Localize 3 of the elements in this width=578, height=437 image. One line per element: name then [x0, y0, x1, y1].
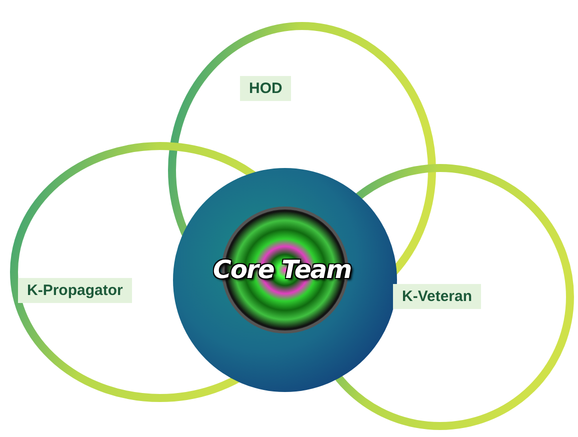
circle-label: K-Veteran [393, 284, 482, 309]
circle-label: K-Propagator [18, 278, 132, 303]
circle-label: HOD [240, 76, 292, 101]
